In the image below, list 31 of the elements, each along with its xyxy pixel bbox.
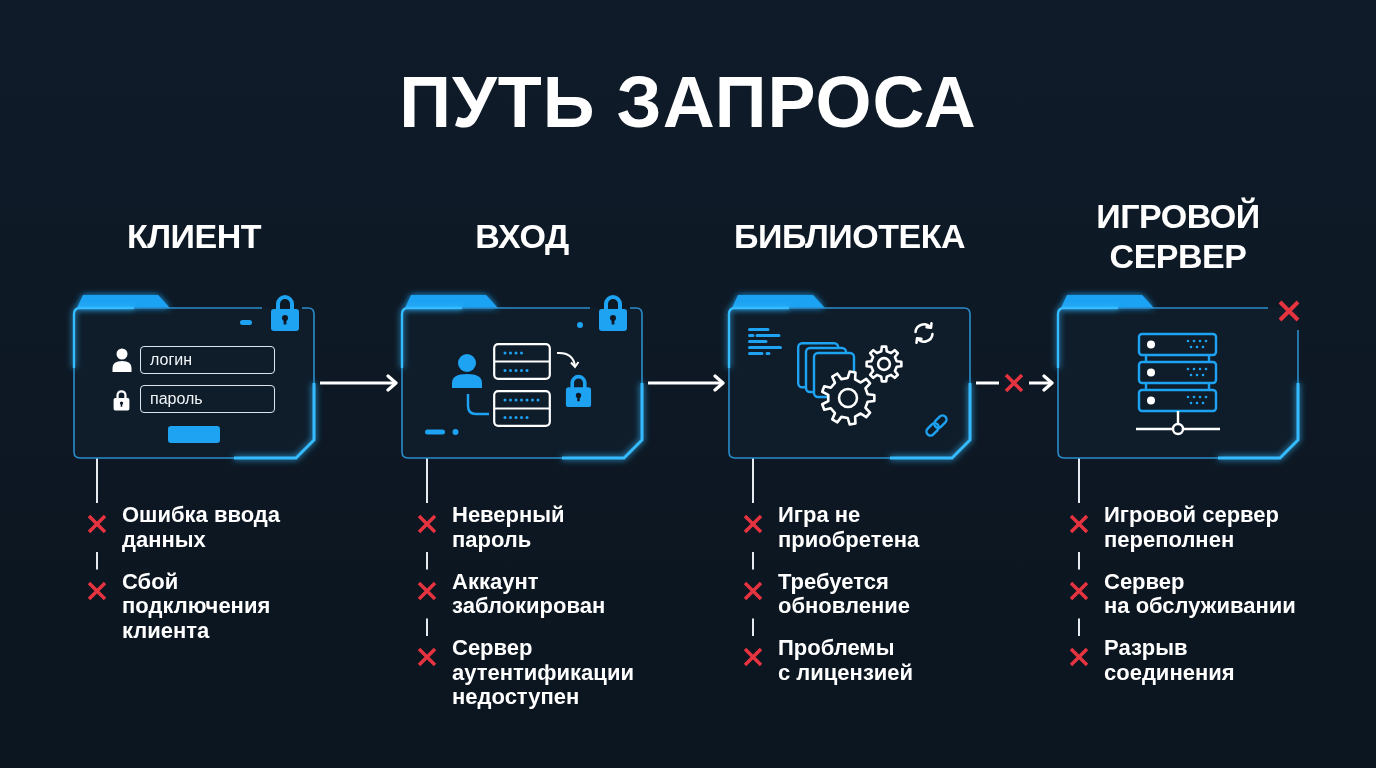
stage-title: ВХОД (475, 216, 569, 256)
stage-title: ИГРОВОЙ СЕРВЕР (1095, 196, 1261, 276)
error-text: Сервер аутентификации недоступен (452, 636, 634, 710)
error-text: Проблемы с лицензией (778, 636, 914, 685)
error-text: Аккаунт заблокирован (452, 569, 606, 619)
arrow (320, 374, 398, 392)
connector-line (1078, 617, 1080, 637)
connector-line (752, 551, 754, 571)
error-text: Ошибка ввода данных (122, 503, 281, 552)
connector-line (426, 617, 428, 637)
error-text: Сбой подключения клиента (122, 569, 271, 643)
connector-line (1078, 551, 1080, 571)
connector-line (752, 457, 754, 504)
input-field: пароль (140, 385, 275, 413)
connector-line (752, 617, 754, 637)
stage-title: КЛИЕНТ (126, 216, 261, 256)
title: ПУТЬ ЗАПРОСА (399, 66, 977, 138)
error-text: Сервер на обслуживании (1104, 569, 1296, 619)
connector-line (96, 457, 98, 504)
connector-line (426, 457, 428, 504)
error-text: Разрыв соединения (1104, 636, 1235, 685)
error-text: Требуется обновление (778, 569, 910, 619)
connector-line (96, 551, 98, 571)
arrow (648, 374, 725, 392)
error-text: Игра не приобретена (778, 503, 920, 552)
stage-title: БИБЛИОТЕКА (734, 216, 965, 256)
error-text: Игровой сервер переполнен (1104, 503, 1279, 552)
input-field: логин (140, 346, 275, 374)
connector-line (426, 551, 428, 571)
connector-line (1078, 457, 1080, 504)
error-text: Неверный пароль (452, 503, 565, 552)
